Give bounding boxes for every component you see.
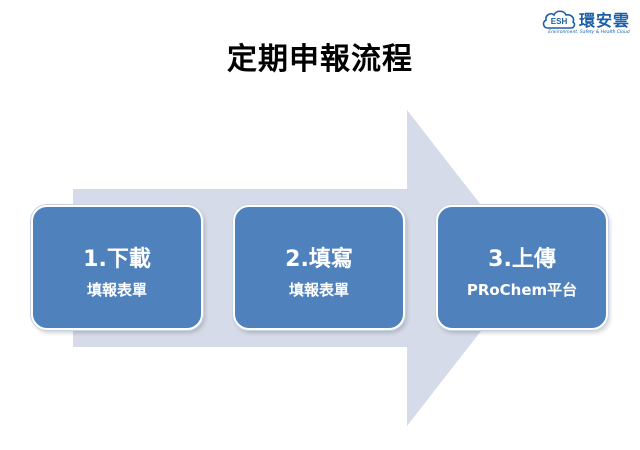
logo-tagline: Environment, Safety & Health Cloud [548, 30, 630, 35]
logo-brand-text: 環安雲 [579, 11, 631, 30]
step-subtitle: 填報表單 [86, 281, 147, 299]
step-subtitle: 填報表單 [288, 281, 349, 299]
step-box-upload: 3.上傳 PRoChem平台 [436, 205, 608, 330]
step-title: 1.下載 [83, 247, 151, 272]
logo-badge-text: ESH [551, 17, 568, 26]
step-subtitle: PRoChem平台 [466, 281, 578, 299]
step-box-download: 1.下載 填報表單 [31, 205, 203, 330]
logo: ESH 環安雲 Environment, Safety & Health Clo… [541, 6, 637, 36]
step-box-fill: 2.填寫 填報表單 [233, 205, 405, 330]
step-title: 2.填寫 [285, 247, 353, 272]
page-title: 定期申報流程 [227, 42, 413, 77]
cloud-logo-icon: ESH [542, 10, 576, 29]
step-title: 3.上傳 [488, 247, 556, 272]
